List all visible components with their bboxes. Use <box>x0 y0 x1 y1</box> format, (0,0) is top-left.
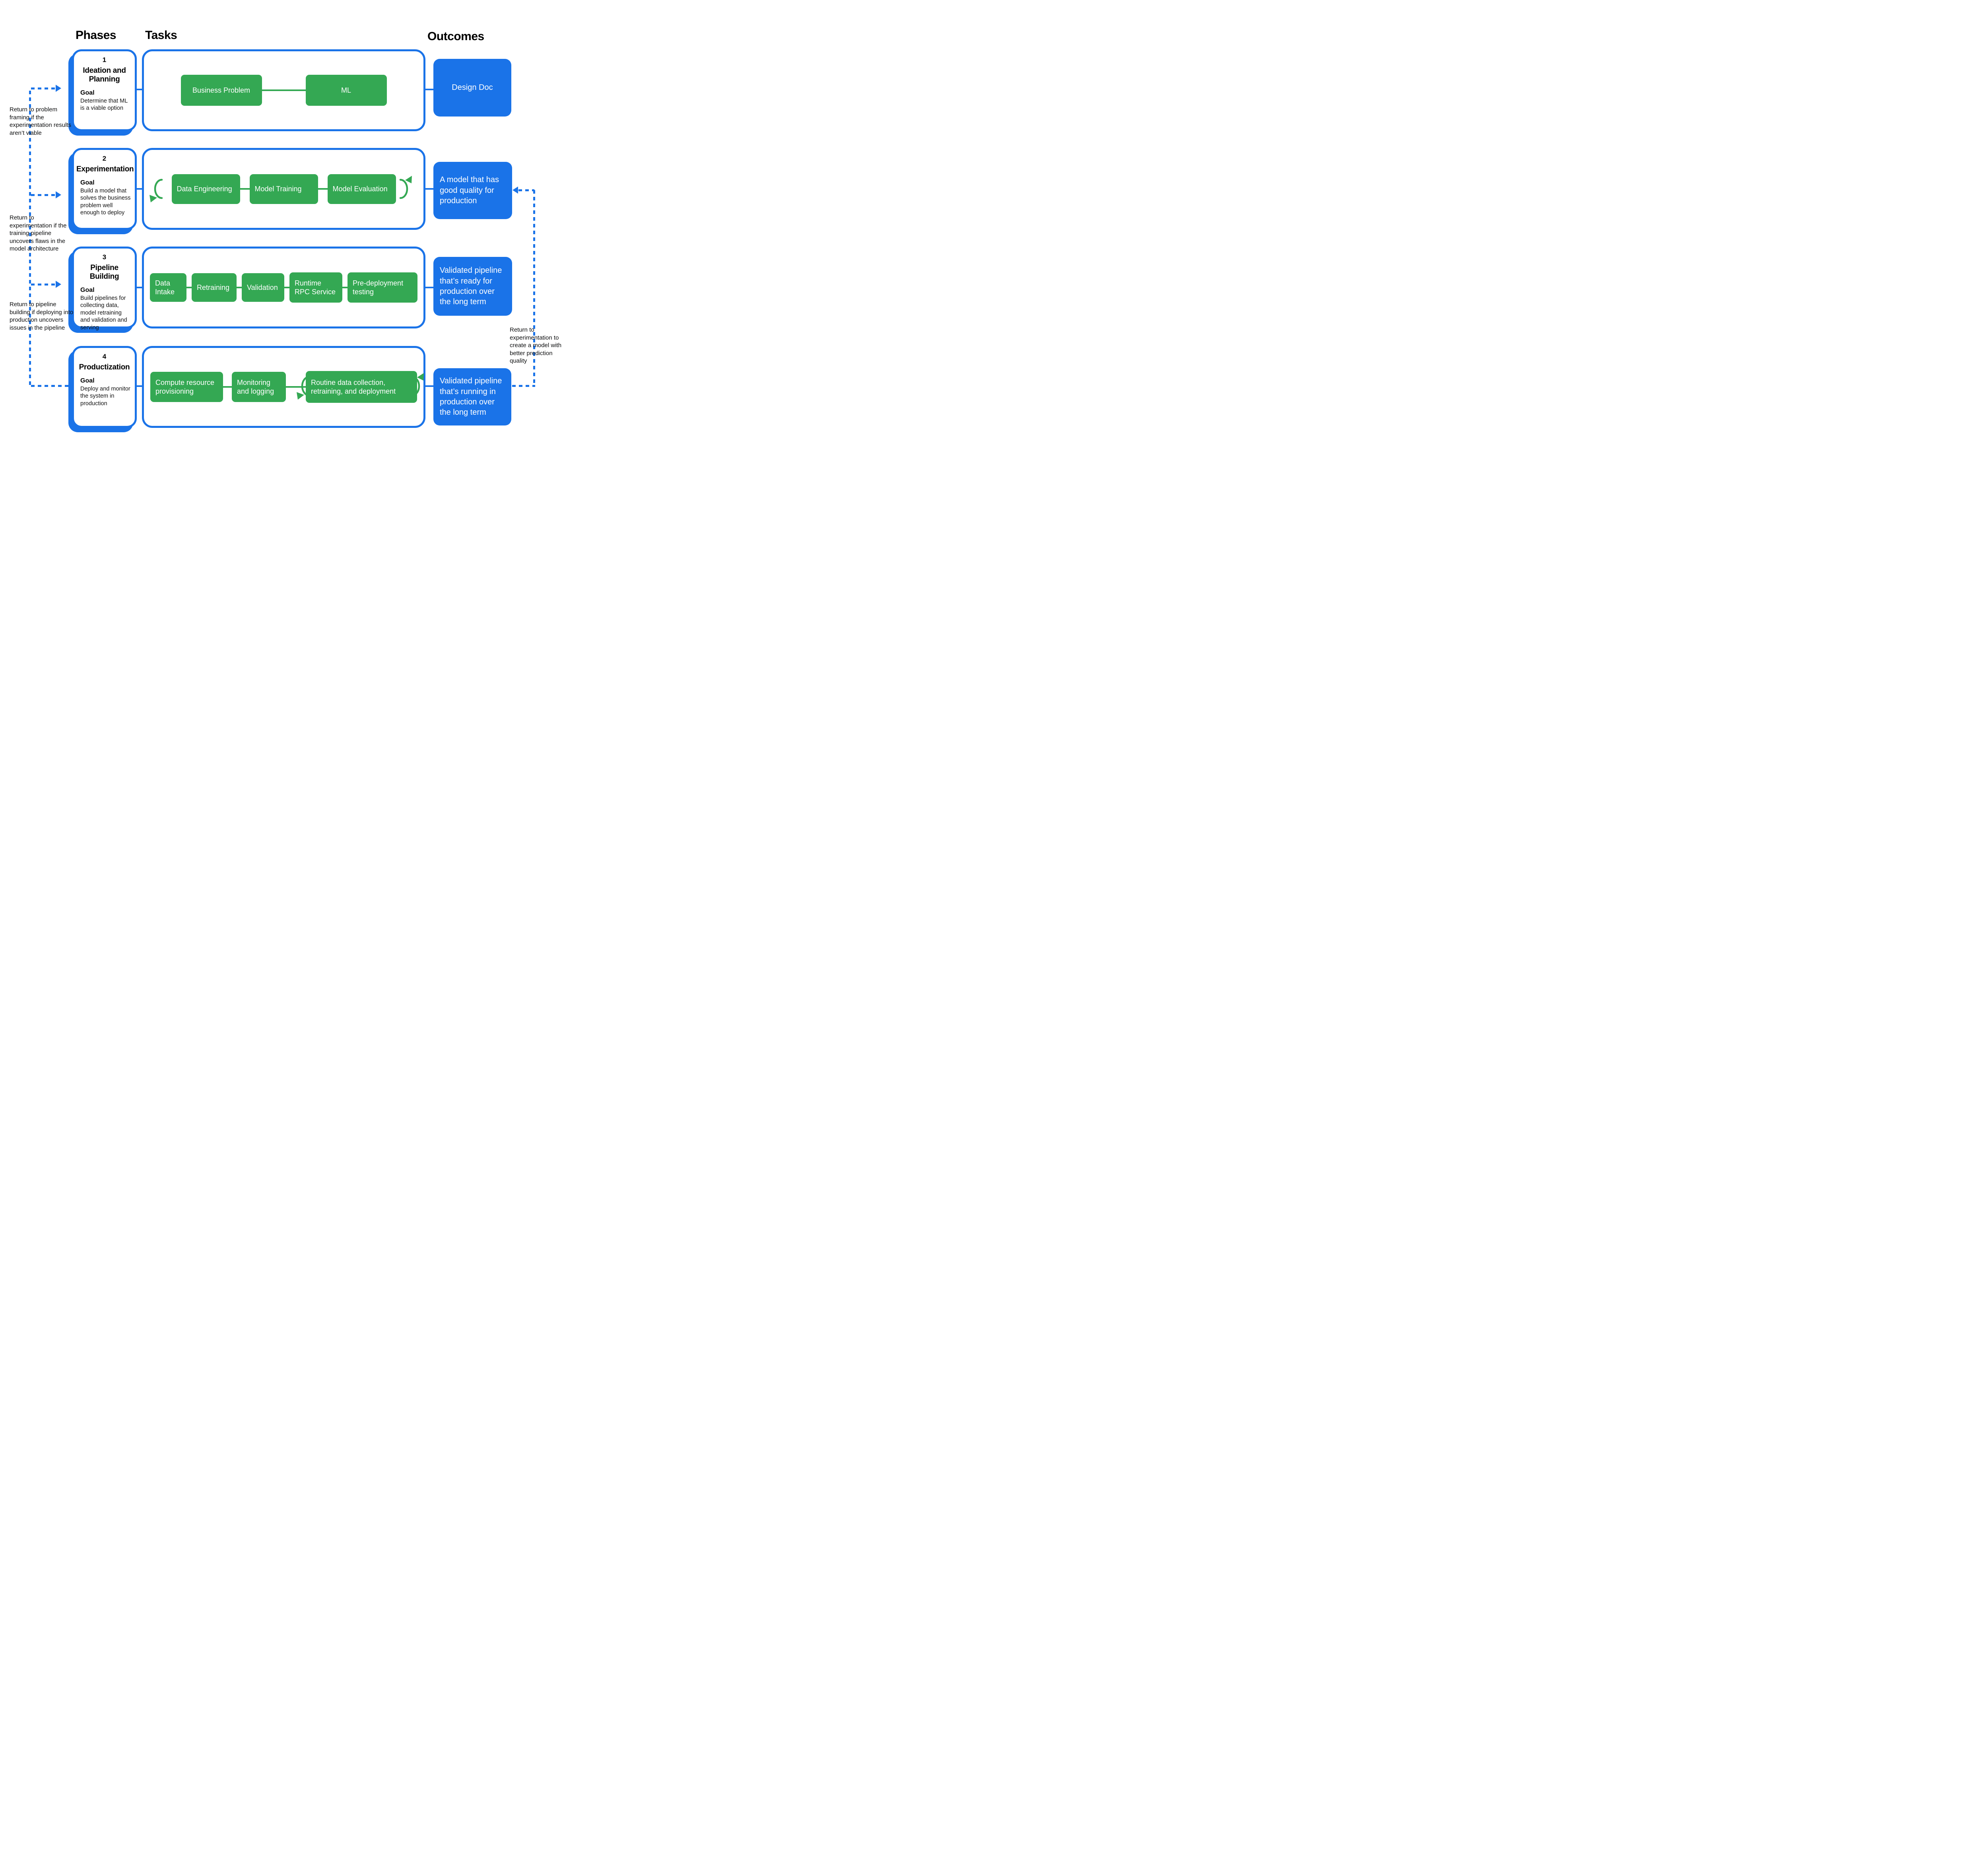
connector-tasks1-outcome <box>425 89 434 90</box>
return-path-right-vertical <box>533 190 535 386</box>
connector-tasks4-outcome <box>425 385 434 387</box>
task-box: Model Training <box>249 174 318 204</box>
connector-phase4-tasks <box>135 385 143 387</box>
return-arrow-to-phase2 <box>31 194 56 196</box>
task-connector <box>284 287 289 288</box>
connector-tasks2-outcome <box>425 188 434 190</box>
goal-text: Build pipelines for collecting data, mod… <box>80 295 127 331</box>
column-header-phases: Phases <box>76 29 116 42</box>
return-arrow-to-phase1 <box>31 87 56 89</box>
outcome-box-validated-pipeline-ready: Validated pipeline that’s ready for prod… <box>433 257 512 316</box>
task-connector <box>240 188 250 190</box>
phase-title: Experimentation <box>76 165 134 173</box>
return-path-from-productization <box>31 385 71 387</box>
return-path-right-horizontal-top <box>518 189 534 191</box>
phase-title: Pipeline Building <box>89 264 119 281</box>
goal-label: Goal <box>80 179 95 186</box>
tasks-container-experimentation: Data Engineering Model Training Model Ev… <box>142 148 425 230</box>
goal-text: Determine that ML is a viable option <box>80 97 128 112</box>
phase-card-productization: 4 Productization Goal Deploy and monitor… <box>72 346 137 428</box>
iteration-loop-icon <box>297 376 310 400</box>
phase-number: 3 <box>102 253 107 261</box>
arrowhead-right-icon <box>56 191 61 198</box>
task-connector <box>318 188 328 190</box>
phase-number: 2 <box>102 155 107 162</box>
task-box: ML <box>305 75 387 106</box>
column-header-outcomes: Outcomes <box>427 30 484 43</box>
tasks-container-productization: Compute resource provisioning Monitoring… <box>142 346 425 428</box>
column-header-tasks: Tasks <box>145 29 177 42</box>
task-box: Runtime RPC Service <box>289 272 342 303</box>
task-box: Monitoring and logging <box>232 372 286 402</box>
phase-number: 1 <box>102 56 107 64</box>
mlops-phases-diagram: Phases Tasks Outcomes 1 Ideation and Pla… <box>0 0 564 465</box>
task-box: Pre-deployment testing <box>348 272 417 303</box>
phase-title: Ideation and Planning <box>83 66 126 84</box>
arrowhead-right-icon <box>56 85 61 92</box>
iteration-loop-icon <box>399 176 412 199</box>
tasks-container-ideation: Business Problem ML <box>142 49 425 131</box>
goal-text: Build a model that solves the business p… <box>80 187 131 216</box>
return-arrow-to-phase3 <box>31 284 56 286</box>
goal-label: Goal <box>80 286 95 293</box>
goal-label: Goal <box>80 377 95 384</box>
arrowhead-right-icon <box>56 281 61 288</box>
outcome-box-validated-pipeline-running: Validated pipeline that’s running in pro… <box>433 368 511 425</box>
task-connector <box>342 287 348 288</box>
task-connector <box>237 287 242 288</box>
task-box: Data Intake <box>150 273 186 302</box>
phase-number: 4 <box>102 353 107 360</box>
task-box: Model Evaluation <box>327 174 396 204</box>
goal-label: Goal <box>80 89 95 96</box>
arrowhead-left-icon <box>513 186 518 194</box>
task-box: Data Engineering <box>171 174 240 204</box>
task-connector <box>262 89 306 91</box>
phase-card-pipeline-building: 3 Pipeline Building Goal Build pipelines… <box>72 247 137 331</box>
iteration-loop-icon <box>411 373 424 396</box>
connector-phase2-tasks <box>135 188 143 190</box>
task-connector <box>186 287 192 288</box>
annotation-return-experimentation: Return to experimentation if the trainin… <box>10 214 67 252</box>
return-path-left-vertical <box>29 91 31 387</box>
outcome-box-quality-model: A model that has good quality for produc… <box>433 162 512 219</box>
iteration-loop-icon <box>149 179 163 202</box>
phase-card-ideation: 1 Ideation and Planning Goal Determine t… <box>72 49 137 131</box>
annotation-return-better-prediction: Return to experimentation to create a mo… <box>510 326 562 364</box>
phase-title: Productization <box>79 363 130 371</box>
return-path-right-horizontal-bottom <box>512 385 535 387</box>
connector-tasks3-outcome <box>425 287 434 288</box>
task-box: Validation <box>242 273 284 302</box>
task-connector <box>223 386 232 388</box>
tasks-container-pipeline-building: Data Intake Retraining Validation Runtim… <box>142 247 425 328</box>
outcome-box-design-doc: Design Doc <box>433 59 511 117</box>
phase-card-experimentation: 2 Experimentation Goal Build a model tha… <box>72 148 137 230</box>
connector-phase1-tasks <box>135 89 143 90</box>
task-box: Compute resource provisioning <box>150 372 223 402</box>
connector-phase3-tasks <box>135 287 143 288</box>
task-box: Routine data collection, retraining, and… <box>306 371 417 403</box>
task-box: Business Problem <box>181 75 262 106</box>
annotation-return-pipeline-building: Return to pipeline building if deploying… <box>10 301 74 331</box>
annotation-return-problem-framing: Return to problem framing if the experim… <box>10 106 72 136</box>
task-connector <box>286 386 306 388</box>
task-box: Retraining <box>192 273 237 302</box>
goal-text: Deploy and monitor the system in product… <box>80 385 130 407</box>
